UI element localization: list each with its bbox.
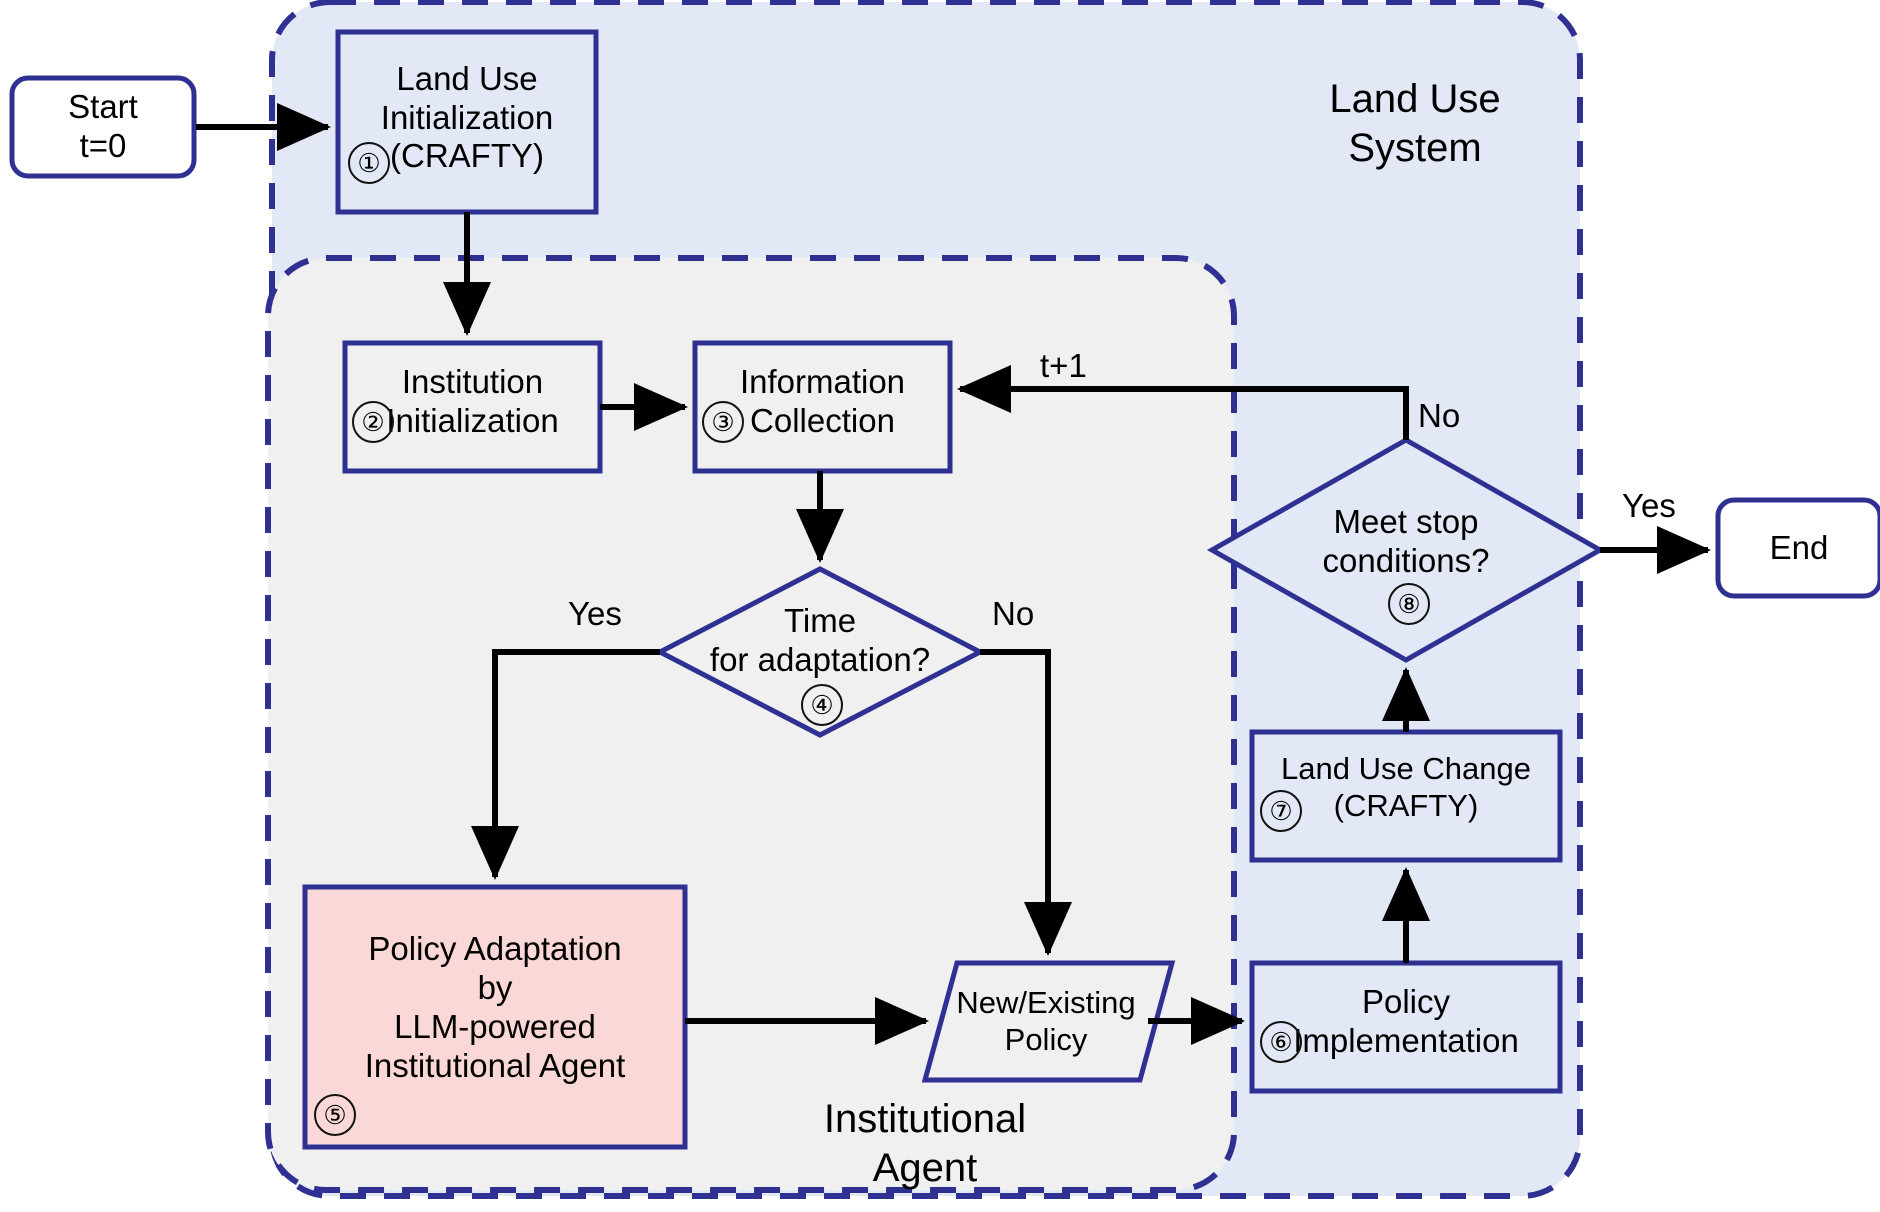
node-policy-adapt-marker: ⑤ [314,1094,356,1136]
node-policy-adapt-shape [302,884,688,1150]
edge-meet-stop-no-to-info-collect [957,365,1409,440]
node-new-policy-shape [921,960,1176,1083]
edge-label-yes-adaptation: Yes [568,595,622,632]
node-meet-stop-marker: ⑧ [1388,583,1430,625]
node-info-collect-shape [692,340,953,474]
node-time-adapt-marker: ④ [801,684,843,726]
node-end-shape [1715,497,1880,599]
edge-label-yes-stop: Yes [1622,487,1676,524]
edge-time-adapt-no-to-new-policy [980,649,1072,956]
node-land-use-init-shape [335,29,599,215]
node-inst-init-marker: ② [352,401,394,443]
node-start-shape [9,75,197,179]
edge-label-no-adaptation: No [992,595,1035,632]
edge-time-adapt-yes-to-policy-adapt [471,649,660,880]
node-info-collect-marker: ③ [702,401,744,443]
edge-label-t-plus-1: t+1 [1040,347,1087,384]
edge-label-no-stop: No [1418,397,1461,434]
node-policy-impl-shape [1249,960,1563,1094]
node-meet-stop-shape [1206,437,1606,663]
group-label-land-use-system: Land Use System [1329,77,1501,170]
group-label-institutional-agent: Institutional Agent [823,1097,1027,1190]
node-land-use-chg-marker: ⑦ [1260,790,1302,832]
node-time-adapt-shape [654,566,986,738]
node-land-use-chg-shape [1249,729,1563,863]
node-policy-impl-marker: ⑥ [1260,1021,1302,1063]
node-land-use-init-marker: ① [348,142,390,184]
